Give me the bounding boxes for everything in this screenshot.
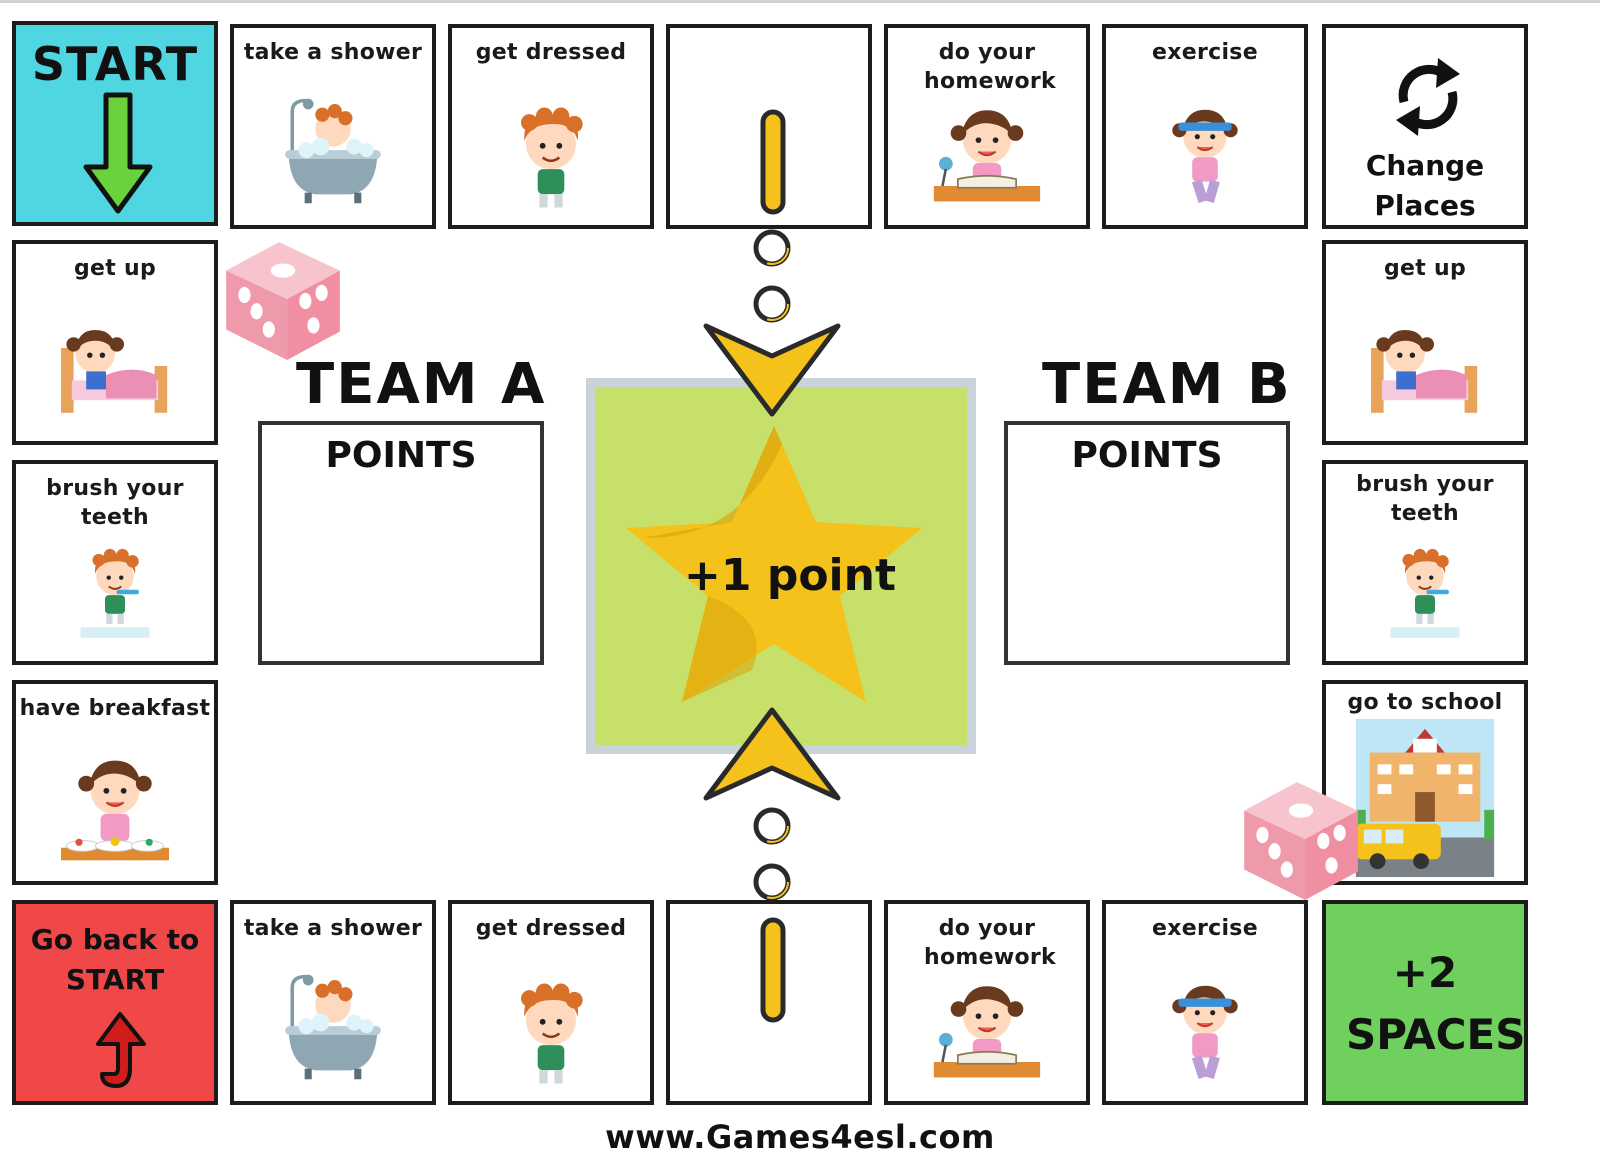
star-label: +1 point <box>684 550 896 601</box>
star-icon <box>622 420 926 710</box>
homework-girl-icon <box>927 97 1047 215</box>
footer-website[interactable]: www.Games4esl.com <box>605 1118 995 1156</box>
tile-label: have breakfast <box>19 696 211 721</box>
tile-get-up-left[interactable]: get up <box>12 240 218 445</box>
tile-label: go to school <box>1347 690 1503 715</box>
running-girl-icon <box>1155 971 1255 1091</box>
tile-label: get up <box>73 256 157 281</box>
go-back-label: Go back to START <box>30 923 200 996</box>
tile-label: get up <box>1383 256 1467 281</box>
brushing-boy-icon <box>1380 539 1470 645</box>
down-arrow-icon <box>82 91 154 215</box>
tile-exercise-bottom[interactable]: exercise <box>1102 900 1308 1105</box>
tile-label: brush your teeth <box>46 476 184 530</box>
team-b-points-box[interactable]: POINTS <box>1004 421 1290 665</box>
dice-icon <box>216 232 348 364</box>
tile-take-a-shower-bottom[interactable]: take a shower <box>230 900 436 1105</box>
dressing-kid-icon <box>501 971 601 1091</box>
tile-blank-top[interactable] <box>666 24 872 229</box>
plus-two-label: +2 SPACES <box>1346 948 1526 1059</box>
ring-icon <box>750 804 794 848</box>
tile-get-dressed-top[interactable]: get dressed <box>448 24 654 229</box>
shower-kid-icon <box>271 87 395 215</box>
tile-label: take a shower <box>243 916 423 941</box>
ring-icon <box>750 226 794 270</box>
breakfast-girl-icon <box>52 747 178 871</box>
tile-label: take a shower <box>243 40 423 65</box>
tile-brush-your-teeth-right[interactable]: brush your teeth <box>1322 460 1528 665</box>
tile-label: get dressed <box>475 916 627 941</box>
start-label: START <box>31 37 199 91</box>
ring-icon <box>750 282 794 326</box>
tile-do-your-homework-bottom[interactable]: do your homework <box>884 900 1090 1105</box>
plus-two-spaces-tile[interactable]: +2 SPACES <box>1322 900 1528 1105</box>
u-turn-arrow-icon <box>90 1008 150 1092</box>
team-a-points-box[interactable]: POINTS <box>258 421 544 665</box>
refresh-arrows-icon <box>1388 50 1468 144</box>
homework-girl-icon <box>927 973 1047 1091</box>
tile-have-breakfast-left[interactable]: have breakfast <box>12 680 218 885</box>
change-places-tile[interactable]: Change Places <box>1322 24 1528 229</box>
start-tile[interactable]: START <box>12 21 218 226</box>
ladder-top-icon <box>753 108 793 218</box>
shower-kid-icon <box>271 963 395 1091</box>
tile-do-your-homework-top[interactable]: do your homework <box>884 24 1090 229</box>
tile-blank-bottom[interactable] <box>666 900 872 1105</box>
tile-label: do your homework <box>924 40 1056 94</box>
brushing-boy-icon <box>70 539 160 645</box>
tile-brush-your-teeth-left[interactable]: brush your teeth <box>12 460 218 665</box>
team-b-title: TEAM B <box>1042 352 1292 417</box>
team-b-points-label: POINTS <box>1071 435 1223 476</box>
tile-exercise-top[interactable]: exercise <box>1102 24 1308 229</box>
school-bus-icon <box>1354 719 1496 877</box>
wake-up-girl-icon <box>1362 311 1488 421</box>
team-a-title: TEAM A <box>296 352 547 417</box>
tile-take-a-shower-top[interactable]: take a shower <box>230 24 436 229</box>
tile-label: do your homework <box>924 916 1056 970</box>
tile-get-up-right[interactable]: get up <box>1322 240 1528 445</box>
tile-label: brush your teeth <box>1356 472 1494 526</box>
chevron-up-icon <box>700 706 842 802</box>
chevron-down-icon <box>700 322 842 418</box>
ladder-bottom-icon <box>753 916 793 1026</box>
top-rule <box>0 0 1600 3</box>
tile-label: exercise <box>1152 916 1258 941</box>
go-back-to-start-tile[interactable]: Go back to START <box>12 900 218 1105</box>
team-a-points-label: POINTS <box>325 435 477 476</box>
change-places-label: Change Places <box>1365 149 1485 222</box>
dressing-kid-icon <box>501 95 601 215</box>
running-girl-icon <box>1155 95 1255 215</box>
dice-icon <box>1234 772 1366 904</box>
ring-icon <box>750 860 794 904</box>
tile-label: get dressed <box>475 40 627 65</box>
wake-up-girl-icon <box>52 311 178 421</box>
tile-get-dressed-bottom[interactable]: get dressed <box>448 900 654 1105</box>
tile-label: exercise <box>1152 40 1258 65</box>
